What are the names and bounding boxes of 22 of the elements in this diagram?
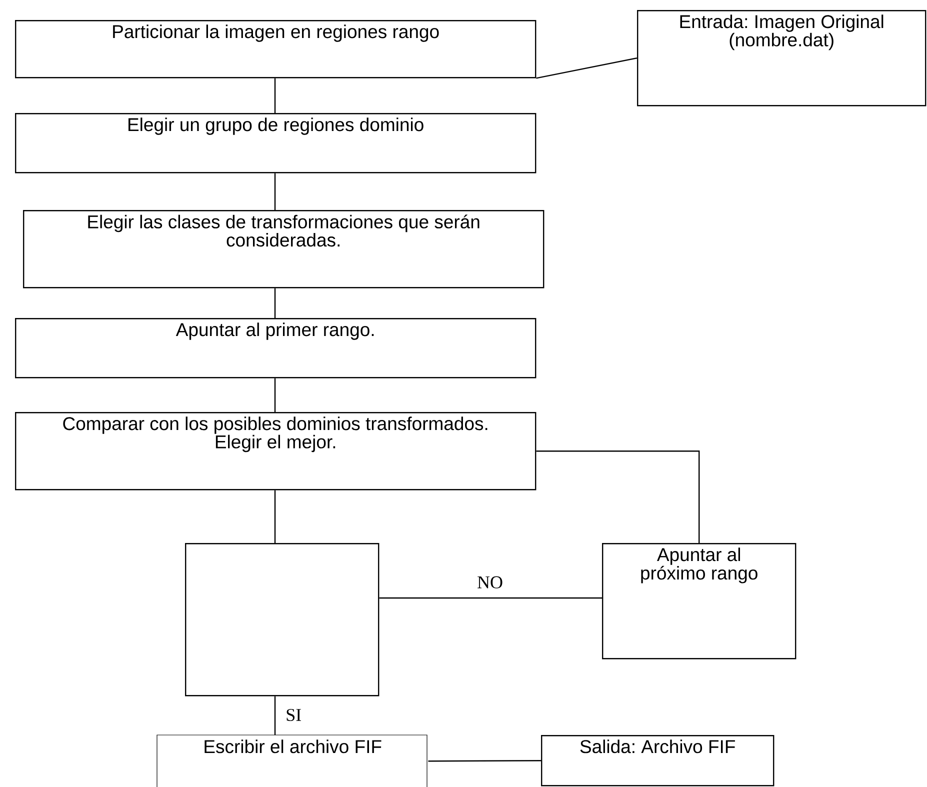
connector-line	[274, 696, 276, 735]
process-box: Particionar la imagen en regiones rango	[15, 20, 536, 78]
process-box: Escribir el archivo FIF	[156, 734, 428, 787]
process-box: Salida: Archivo FIF	[541, 735, 774, 786]
connector-line	[428, 760, 541, 762]
connector-line	[536, 450, 700, 543]
empty-box	[185, 543, 380, 696]
connector-line	[379, 597, 602, 599]
connector-line	[274, 173, 276, 210]
process-box: Entrada: Imagen Original (nombre.dat)	[637, 10, 926, 106]
connector-line	[274, 78, 276, 113]
process-box: Elegir las clases de transformaciones que serán consideradas.	[23, 210, 544, 288]
process-box: Apuntar al primer rango.	[15, 318, 536, 378]
connector-line	[536, 58, 638, 79]
edge-label: SI	[284, 708, 303, 722]
edge-label: NO	[476, 575, 504, 590]
process-box: Comparar con los posibles dominios transformados. Elegir el mejor.	[15, 412, 536, 490]
process-box: Elegir un grupo de regiones dominio	[15, 113, 536, 174]
process-box: Apuntar al próximo rango	[602, 543, 796, 660]
connector-line	[274, 378, 276, 412]
connector-line	[274, 288, 276, 318]
connector-line	[274, 490, 276, 543]
